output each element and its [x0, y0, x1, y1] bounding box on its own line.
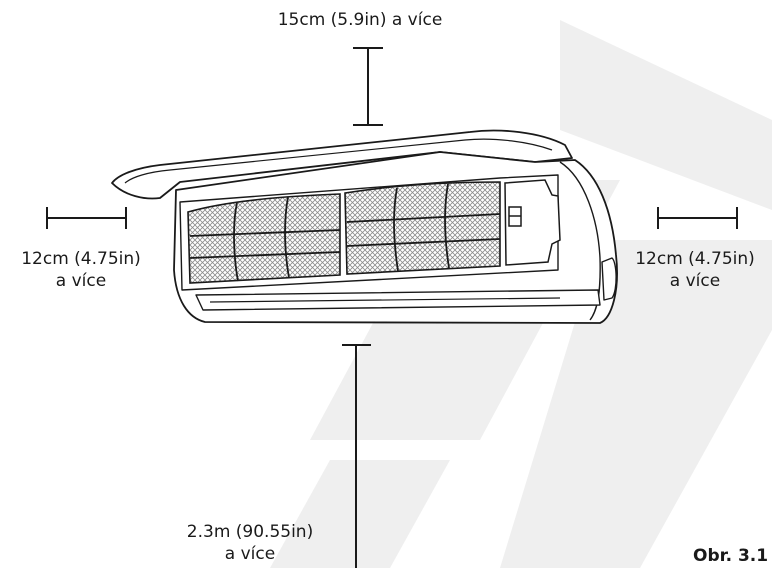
left-clearance-suffix: a více: [55, 271, 107, 291]
figure-label: Obr. 3.1: [693, 546, 769, 566]
side-button: [601, 257, 617, 301]
right-clearance-label: 12cm (4.75in) a více: [618, 248, 772, 292]
right-clearance-value: 12cm (4.75in): [635, 249, 755, 269]
bottom-clearance-marker: [342, 344, 371, 568]
left-clearance-value: 12cm (4.75in): [21, 249, 141, 269]
right-clearance-marker: [657, 207, 738, 229]
bottom-clearance-label: 2.3m (90.55in) a více: [150, 521, 350, 565]
front-panel: [111, 129, 573, 200]
bottom-clearance-value: 2.3m (90.55in): [186, 522, 314, 542]
display-panel: [504, 179, 561, 266]
left-clearance-marker: [46, 207, 127, 229]
left-clearance-label: 12cm (4.75in) a více: [0, 248, 162, 292]
bottom-clearance-suffix: a více: [224, 544, 276, 564]
top-clearance-marker: [353, 47, 383, 126]
right-filter: [344, 181, 501, 275]
right-clearance-suffix: a více: [669, 271, 721, 291]
left-filter: [187, 193, 341, 284]
top-clearance-label: 15cm (5.9in) a více: [277, 10, 443, 30]
